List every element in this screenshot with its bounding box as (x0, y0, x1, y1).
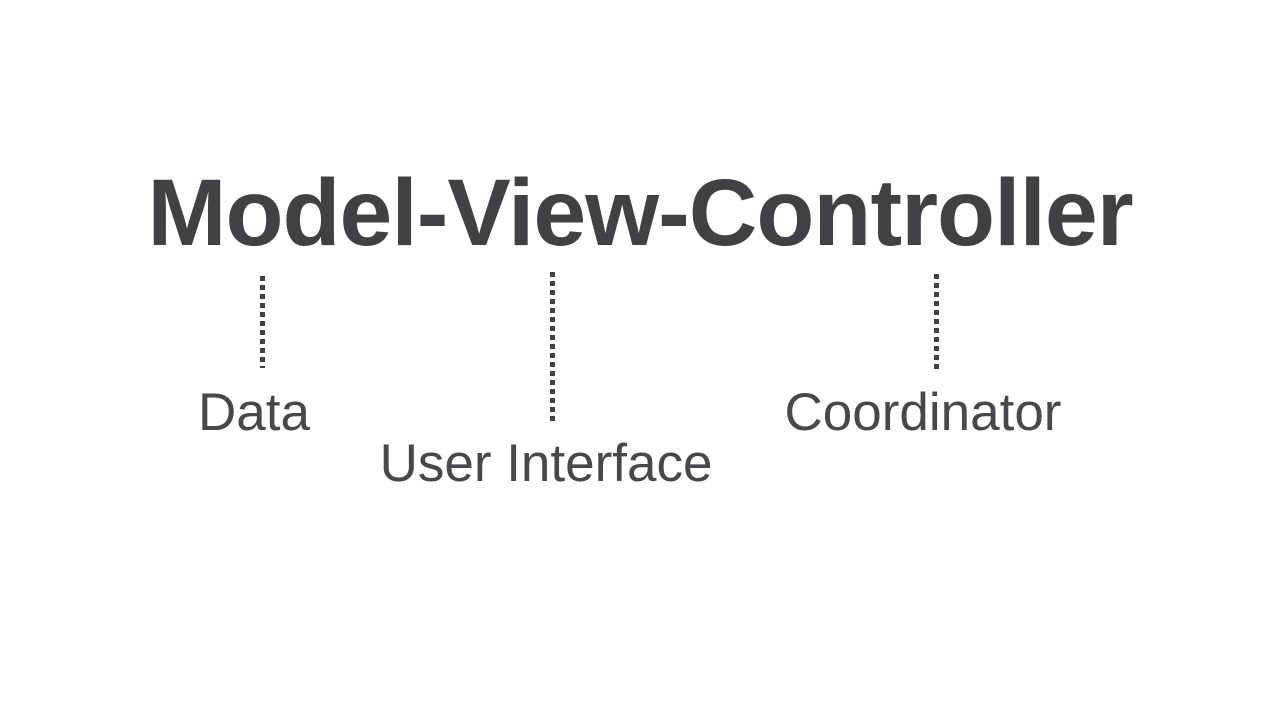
diagram-title: Model-View-Controller (147, 160, 1133, 266)
label-controller-meaning: Coordinator (784, 383, 1062, 442)
label-model-meaning: Data (198, 383, 310, 442)
dotted-connector-controller (934, 274, 939, 370)
label-view-meaning: User Interface (379, 434, 713, 493)
dotted-connector-view (550, 272, 555, 424)
dotted-connector-model (260, 276, 265, 368)
